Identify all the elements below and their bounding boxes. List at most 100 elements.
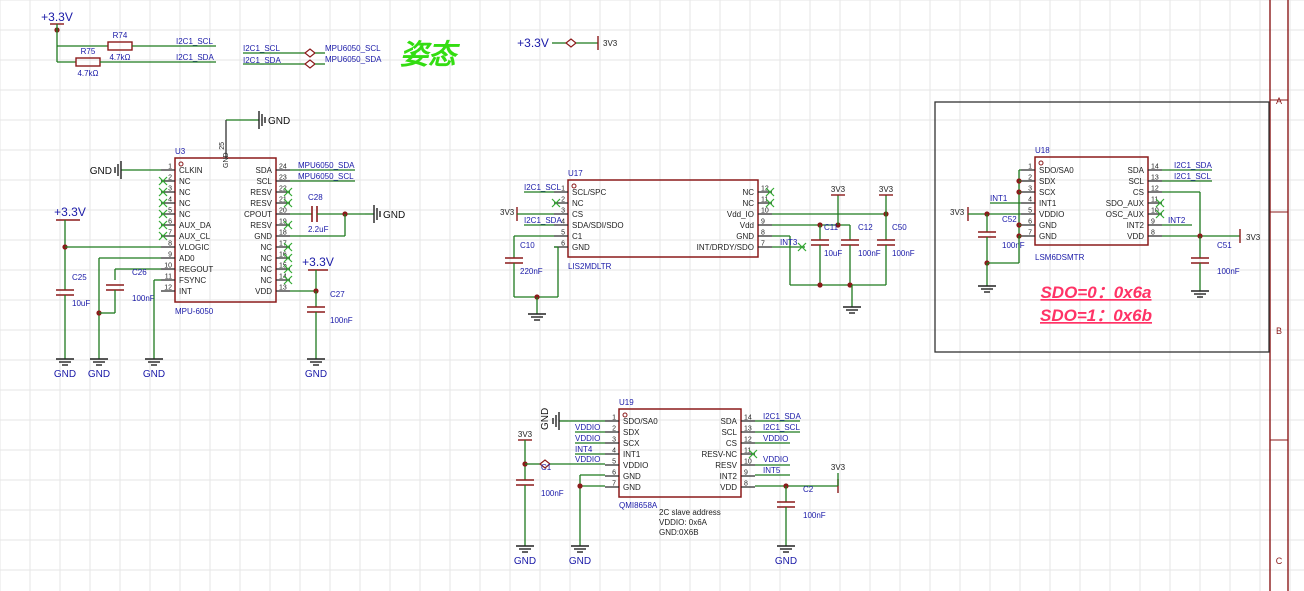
- net-label: INT5: [763, 466, 781, 475]
- ground-label: GND: [90, 166, 112, 177]
- pin-number: 12: [1151, 186, 1159, 193]
- pin-number: 5: [612, 459, 616, 466]
- junction-dot: [847, 282, 853, 288]
- capacitor-value: 100nF: [803, 511, 826, 520]
- net-label: INT4: [575, 445, 593, 454]
- pin-number: 2: [612, 426, 616, 433]
- pin-name: NC: [742, 188, 754, 197]
- address-note: SDO=0：0x6a: [1040, 283, 1151, 302]
- pin-name: GND: [1039, 221, 1057, 230]
- pin-number: 2: [561, 197, 565, 204]
- no-connect-mark: [748, 449, 758, 459]
- pin-name: GND: [254, 232, 272, 241]
- pin-number: 5: [1028, 208, 1032, 215]
- ground-label: GND: [540, 408, 551, 430]
- pin-number: 13: [1151, 175, 1159, 182]
- no-connect-mark: [551, 198, 561, 208]
- ground-label: GND: [569, 556, 591, 567]
- port-symbol: [304, 48, 316, 58]
- capacitor-value: 100nF: [541, 489, 564, 498]
- pin-name: NC: [742, 199, 754, 208]
- power-label: +3.3V: [41, 10, 73, 24]
- chip-ref: U17: [568, 169, 583, 178]
- pin-name: REGOUT: [179, 265, 213, 274]
- pin1-marker: [178, 161, 184, 167]
- pin-name: OSC_AUX: [1106, 210, 1145, 219]
- pin-number: 13: [744, 426, 752, 433]
- no-connect-mark: [158, 220, 168, 230]
- net-label: VDDIO: [575, 434, 600, 443]
- sheet-title: 姿态: [400, 39, 461, 70]
- pin-name: RESV: [250, 188, 272, 197]
- pin-name: VDD: [1127, 232, 1144, 241]
- net-label: INT3: [780, 238, 798, 247]
- pin1-marker: [571, 183, 577, 189]
- net-label: I2C1_SCL: [243, 44, 280, 53]
- pin-number: 4: [612, 448, 616, 455]
- pin-name: RESV: [250, 199, 272, 208]
- net-label: I2C1_SDA: [763, 412, 801, 421]
- pin-number: 2: [168, 175, 172, 182]
- capacitor-ref: C12: [858, 223, 873, 232]
- pin-number: 6: [561, 241, 565, 248]
- capacitor-value: 220nF: [520, 267, 543, 276]
- no-connect-mark: [765, 187, 775, 197]
- no-connect-mark: [765, 198, 775, 208]
- pin-number: 3: [1028, 186, 1032, 193]
- resistor-ref: R75: [81, 47, 96, 56]
- net-label: 3V3: [831, 463, 846, 472]
- pin-name: GND: [623, 472, 641, 481]
- net-label: 3V3: [950, 208, 965, 217]
- pin-name: SDX: [623, 428, 640, 437]
- address-note: GND:0X6B: [659, 528, 699, 537]
- ground-label: GND: [775, 556, 797, 567]
- pin-name: NC: [179, 188, 191, 197]
- chip-name: QMI8658A: [619, 501, 658, 510]
- net-label: 3V3: [879, 185, 894, 194]
- power-label: +3.3V: [54, 205, 86, 219]
- pin-number: 8: [761, 230, 765, 237]
- pin-name: GND: [623, 483, 641, 492]
- pin-name: SCL/SPC: [572, 188, 606, 197]
- pin-number: 9: [744, 470, 748, 477]
- pin-number: 24: [279, 164, 287, 171]
- pin-number: 1: [1028, 164, 1032, 171]
- pin-number: 12: [164, 285, 172, 292]
- pin-number: 8: [744, 481, 748, 488]
- pin-number: 18: [279, 230, 287, 237]
- pin-name: GND: [223, 152, 230, 168]
- net-label: I2C1_SDA: [524, 216, 562, 225]
- address-note: 2C slave address: [659, 508, 721, 517]
- pin-name: NC: [179, 177, 191, 186]
- pin-name: CPOUT: [244, 210, 272, 219]
- pin-name: CLKIN: [179, 166, 203, 175]
- net-label: VDDIO: [575, 423, 600, 432]
- pin-number: 4: [168, 197, 172, 204]
- capacitor-value: 100nF: [858, 249, 881, 258]
- pin-number: 10: [744, 459, 752, 466]
- net-label: I2C1_SDA: [1174, 161, 1212, 170]
- pin-number: 14: [279, 274, 287, 281]
- pin-number: 9: [761, 219, 765, 226]
- power-label: +3.3V: [302, 255, 334, 269]
- schematic-drawing: ABC+3.3VR744.7kΩR754.7kΩI2C1_SCLI2C1_SDA…: [41, 0, 1289, 591]
- no-connect-mark: [283, 253, 293, 263]
- net-label: 3V3: [831, 185, 846, 194]
- capacitor-value: 100nF: [330, 316, 353, 325]
- pin-name: VDD: [255, 287, 272, 296]
- pin-number: 9: [168, 252, 172, 259]
- no-connect-mark: [283, 187, 293, 197]
- pin-number: 6: [168, 219, 172, 226]
- pin-name: SCL: [721, 428, 737, 437]
- pin-number: 3: [612, 437, 616, 444]
- pin-name: AUX_DA: [179, 221, 212, 230]
- pin-name: INT2: [720, 472, 738, 481]
- ground-label: GND: [514, 556, 536, 567]
- pin-name: INT1: [623, 450, 641, 459]
- capacitor-value: 10uF: [72, 299, 90, 308]
- pin-name: CS: [572, 210, 583, 219]
- pin-number: 14: [744, 415, 752, 422]
- pin-name: INT1: [1039, 199, 1057, 208]
- net-label: MPU6050_SCL: [325, 44, 381, 53]
- pin-number: 21: [279, 197, 287, 204]
